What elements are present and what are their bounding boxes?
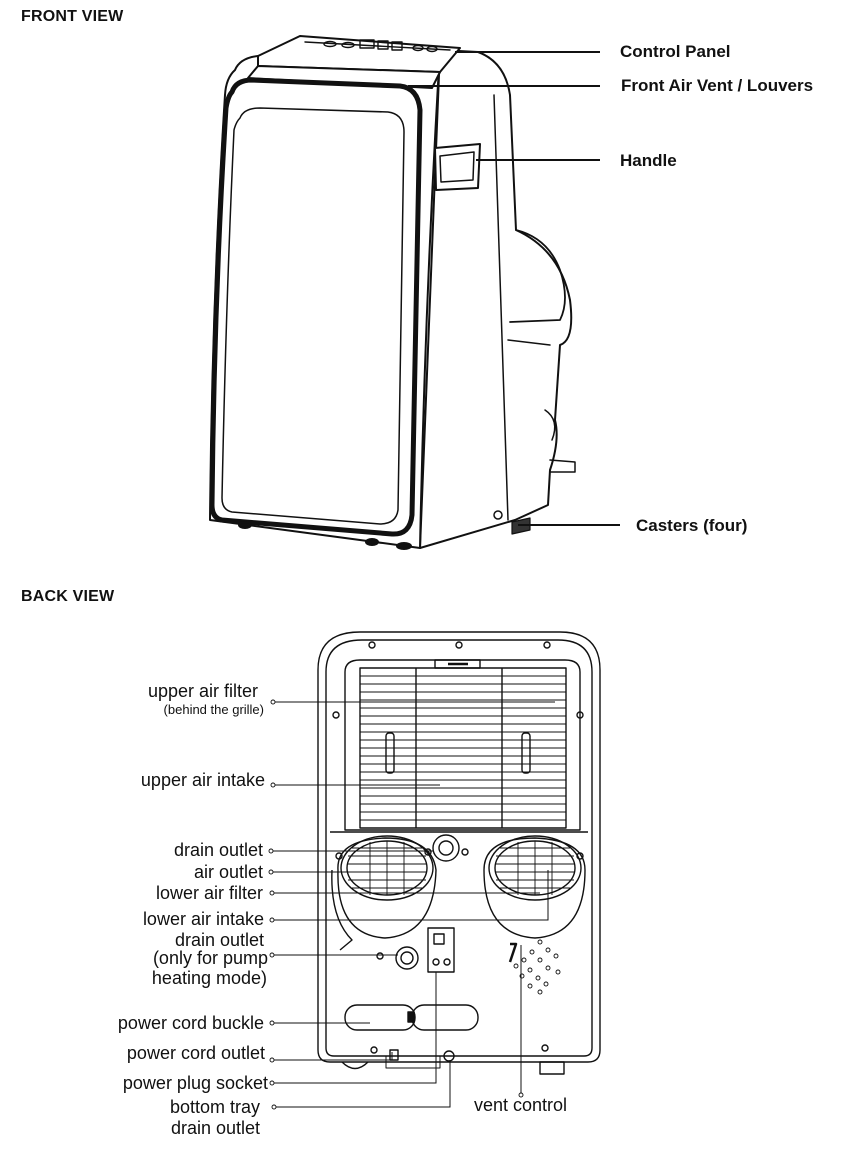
label-pump-drain-line3: heating mode) (151, 968, 267, 988)
front-view-title: FRONT VIEW (21, 8, 124, 25)
back-view-title: BACK VIEW (21, 588, 115, 605)
label-pump-drain-line2: (only for pump (152, 948, 268, 968)
label-upper-air-intake: upper air intake (140, 770, 265, 790)
label-control-panel: Control Panel (620, 42, 731, 61)
label-air-outlet: air outlet (193, 862, 263, 882)
label-power-cord-buckle: power cord buckle (117, 1013, 264, 1033)
label-pump-drain-line1: drain outlet (174, 930, 264, 950)
label-upper-air-filter: upper air filter (147, 681, 258, 701)
label-power-plug-socket: power plug socket (122, 1073, 268, 1093)
label-drain-outlet: drain outlet (173, 840, 263, 860)
label-upper-air-filter-note: (behind the grille) (163, 702, 264, 717)
label-handle: Handle (620, 151, 677, 170)
label-bottom-tray-line1: bottom tray (169, 1097, 260, 1117)
label-lower-air-intake: lower air intake (142, 909, 264, 929)
label-lower-air-filter: lower air filter (155, 883, 263, 903)
label-casters: Casters (four) (636, 516, 748, 535)
label-power-cord-outlet: power cord outlet (126, 1043, 265, 1063)
label-bottom-tray-line2: drain outlet (170, 1118, 260, 1138)
label-front-air-vent: Front Air Vent / Louvers (621, 76, 814, 95)
label-vent-control: vent control (474, 1095, 568, 1115)
